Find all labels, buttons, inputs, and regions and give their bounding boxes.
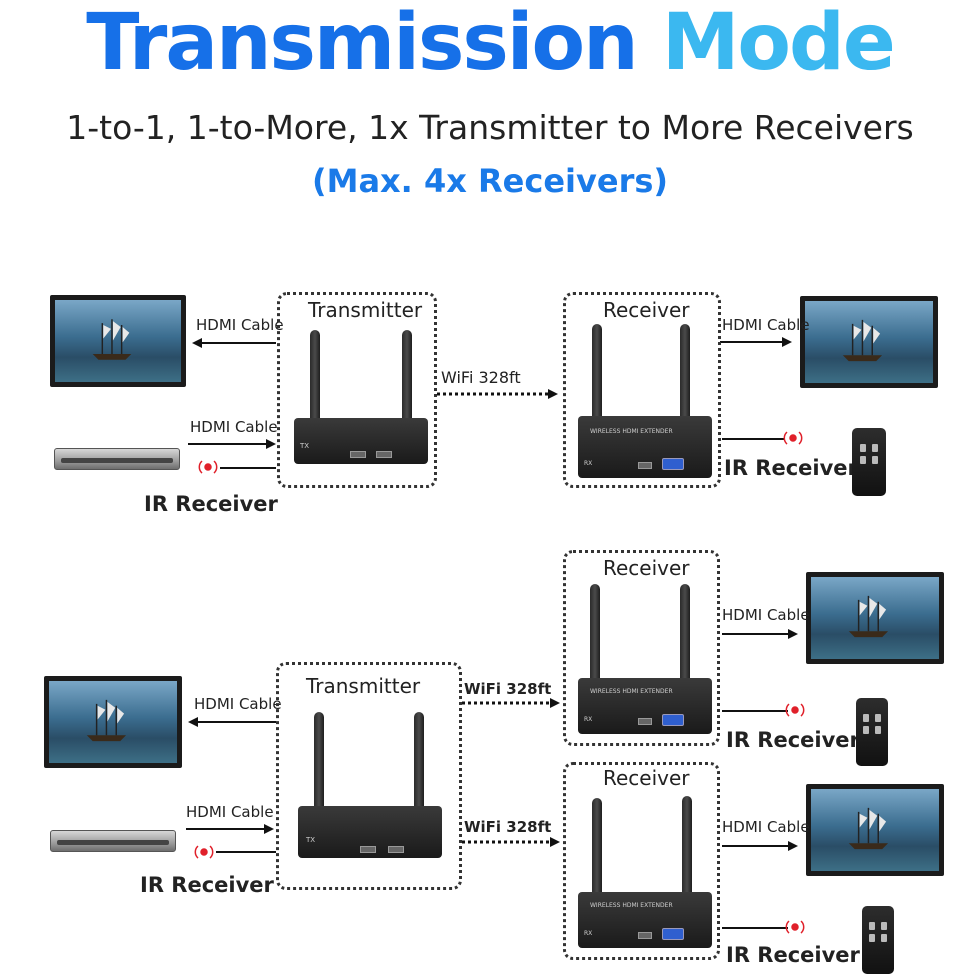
- transmitter-box-top: [277, 292, 437, 488]
- remote-control-bottom-1: [856, 698, 888, 766]
- source-player-top: [54, 448, 180, 470]
- rx-tag: RX: [584, 460, 593, 467]
- subtitle-max-receivers: (Max. 4x Receivers): [311, 162, 669, 200]
- ir-receiver-label: IR Receiver: [724, 456, 858, 480]
- title-part-2: Mode: [661, 0, 896, 88]
- ir-receiver-label: IR Receiver: [726, 728, 860, 752]
- remote-control-top: [852, 428, 886, 496]
- rx-tag: RX: [584, 716, 593, 723]
- receiver-box-bottom-2: [563, 762, 720, 960]
- ir-receiver-label: IR Receiver: [144, 492, 278, 516]
- receiver-box-bottom-1: [563, 550, 720, 746]
- receiver-label: Receiver: [603, 766, 690, 790]
- extender-label: WIRELESS HDMI EXTENDER: [590, 428, 673, 435]
- hdmi-cable-label: HDMI Cable: [186, 803, 274, 821]
- transmitter-device-top: TX: [290, 320, 430, 470]
- receiver-label: Receiver: [603, 298, 690, 322]
- hdmi-cable-label: HDMI Cable: [722, 606, 810, 624]
- title-part-1: Transmission: [86, 0, 638, 88]
- rx-tag: RX: [584, 930, 593, 937]
- hdmi-cable-label: HDMI Cable: [190, 418, 278, 436]
- source-player-bottom: [50, 830, 176, 852]
- receiver-label: Receiver: [603, 556, 690, 580]
- wifi-range-label: WiFi 328ft: [441, 368, 521, 387]
- hdmi-cable-label: HDMI Cable: [722, 316, 810, 334]
- wifi-range-label: WiFi 328ft: [464, 818, 552, 836]
- ir-receiver-label: IR Receiver: [726, 943, 860, 967]
- ir-signal-icon: [194, 431, 805, 934]
- transmitter-device-bottom: TX: [296, 706, 446, 866]
- extender-label: WIRELESS HDMI EXTENDER: [590, 902, 673, 909]
- receiver-device-top: WIRELESS HDMI EXTENDER RX: [576, 322, 714, 480]
- tx-tag: TX: [306, 836, 316, 844]
- transmitter-label: Transmitter: [308, 298, 423, 322]
- monitor-source-bottom: [44, 676, 182, 768]
- ir-receiver-label: IR Receiver: [140, 873, 274, 897]
- transmitter-label: Transmitter: [306, 674, 421, 698]
- hdmi-cable-label: HDMI Cable: [194, 695, 282, 713]
- monitor-display-bottom-1: [806, 572, 944, 664]
- hdmi-cable-label: HDMI Cable: [722, 818, 810, 836]
- wifi-range-label: WiFi 328ft: [464, 680, 552, 698]
- ship-image: [92, 319, 132, 360]
- transmitter-box-bottom: [276, 662, 462, 890]
- subtitle: 1-to-1, 1-to-More, 1x Transmitter to Mor…: [66, 108, 914, 147]
- receiver-device-bottom-2: WIRELESS HDMI EXTENDER RX: [576, 794, 714, 952]
- tx-tag: TX: [300, 442, 310, 450]
- monitor-display-bottom-2: [806, 784, 944, 876]
- hdmi-cable-label: HDMI Cable: [196, 316, 284, 334]
- remote-control-bottom-2: [862, 906, 894, 974]
- monitor-display-top: [800, 296, 938, 388]
- receiver-device-bottom-1: WIRELESS HDMI EXTENDER RX: [576, 582, 714, 740]
- receiver-box-top: [563, 292, 721, 488]
- monitor-source-top: [50, 295, 186, 387]
- page-title: Transmission Mode: [0, 0, 980, 88]
- extender-label: WIRELESS HDMI EXTENDER: [590, 688, 673, 695]
